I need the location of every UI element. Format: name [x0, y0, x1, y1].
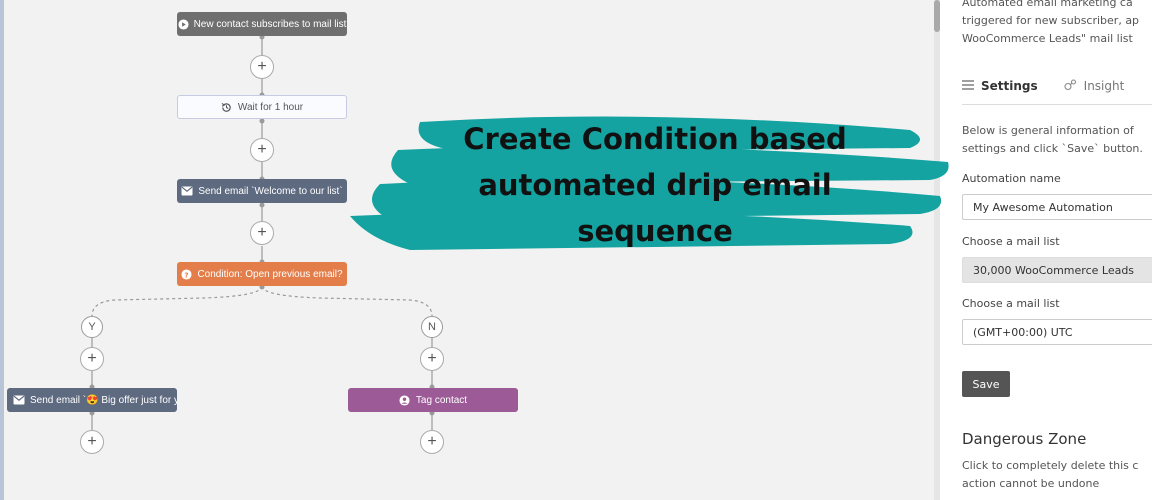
danger-zone-description: Click to completely delete this c action… [962, 459, 1139, 490]
play-icon [178, 18, 189, 30]
tab-divider [962, 104, 1152, 105]
add-step-button[interactable]: + [420, 347, 444, 371]
settings-description: Below is general information of settings… [962, 124, 1143, 155]
settings-panel: Automated email marketing ca triggered f… [940, 0, 1152, 500]
add-step-button[interactable]: + [80, 430, 104, 454]
condition-node[interactable]: ? Condition: Open previous email? [177, 262, 347, 286]
timezone-select[interactable]: (GMT+00:00) UTC [962, 319, 1152, 345]
branch-yes-label: Y [81, 316, 103, 338]
workflow-canvas: New contact subscribes to mail list + Wa… [4, 0, 934, 500]
automation-intro: Automated email marketing ca triggered f… [962, 0, 1140, 45]
wait-label: Wait for 1 hour [237, 101, 304, 113]
email-label: Send email `😍 Big offer just for y... [30, 394, 177, 406]
user-icon [399, 394, 411, 406]
envelope-icon [13, 394, 25, 406]
add-step-button[interactable]: + [420, 430, 444, 454]
tab-settings[interactable]: Settings [962, 74, 1038, 98]
panel-tabs: Settings Insight [962, 74, 1152, 105]
scrollbar-thumb[interactable] [934, 0, 940, 32]
tag-label: Tag contact [415, 394, 468, 406]
add-step-button[interactable]: + [80, 347, 104, 371]
add-step-button[interactable]: + [250, 55, 274, 79]
automation-name-label: Automation name [962, 172, 1061, 185]
history-icon [221, 101, 233, 113]
canvas-scrollbar[interactable] [934, 0, 940, 500]
tab-insight[interactable]: Insight [1064, 74, 1124, 98]
timezone-label: Choose a mail list [962, 297, 1060, 310]
danger-zone-title: Dangerous Zone [962, 430, 1087, 448]
brush-stroke-highlight [350, 116, 949, 250]
list-icon [962, 79, 974, 93]
save-button[interactable]: Save [962, 371, 1010, 397]
trigger-node[interactable]: New contact subscribes to mail list [177, 12, 347, 36]
trigger-label: New contact subscribes to mail list [193, 18, 347, 30]
window-left-border [0, 0, 4, 500]
tag-contact-node[interactable]: Tag contact [348, 388, 518, 412]
envelope-icon [181, 185, 193, 197]
branch-no-label: N [421, 316, 443, 338]
insight-icon [1064, 78, 1077, 94]
wait-node[interactable]: Wait for 1 hour [177, 95, 347, 119]
add-step-button[interactable]: + [250, 221, 274, 245]
mail-list-select[interactable]: 30,000 WooCommerce Leads [962, 257, 1152, 283]
automation-name-input[interactable]: My Awesome Automation [962, 194, 1152, 220]
email-label: Send email `Welcome to our list` [198, 185, 343, 197]
svg-text:?: ? [185, 270, 189, 279]
add-step-button[interactable]: + [250, 138, 274, 162]
condition-label: Condition: Open previous email? [197, 268, 343, 280]
question-icon: ? [181, 268, 192, 280]
send-email-node[interactable]: Send email `😍 Big offer just for y... [7, 388, 177, 412]
overlay-headline: Create Condition based automated drip em… [463, 122, 847, 248]
mail-list-label: Choose a mail list [962, 235, 1060, 248]
send-email-node[interactable]: Send email `Welcome to our list` [177, 179, 347, 203]
